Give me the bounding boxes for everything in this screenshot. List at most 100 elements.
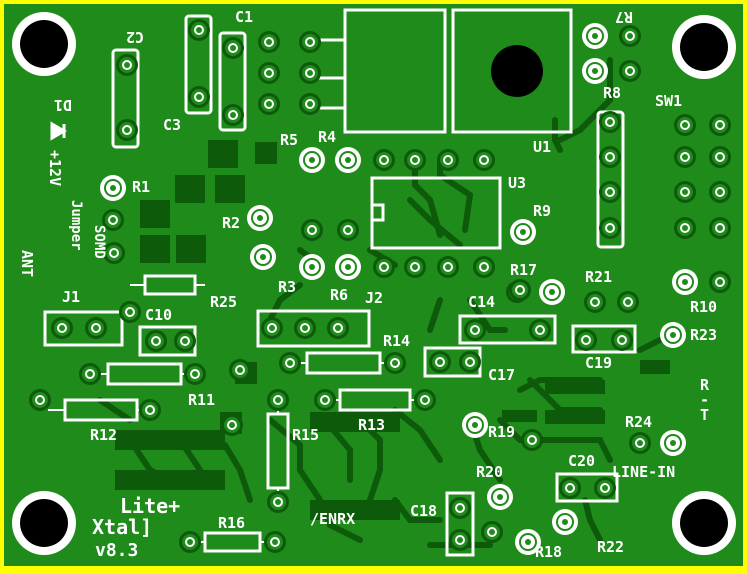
- label-r16: R16: [218, 514, 245, 532]
- through-hole-pad: [599, 146, 621, 168]
- label-r8: R8: [603, 84, 621, 102]
- through-hole-pad: [582, 23, 608, 49]
- through-hole-pad: [267, 491, 289, 513]
- label-u1: U1: [533, 138, 551, 156]
- through-hole-pad: [674, 181, 696, 203]
- through-hole-pad: [437, 149, 459, 171]
- label-r4: R4: [318, 128, 336, 146]
- through-hole-pad: [709, 146, 731, 168]
- label-c20: C20: [568, 452, 595, 470]
- label-c3: C3: [163, 116, 181, 134]
- through-hole-pad: [575, 329, 597, 351]
- mounting-hole: [12, 12, 76, 76]
- through-hole-pad: [611, 329, 633, 351]
- c14-outline: [458, 314, 557, 345]
- label-r18: R18: [535, 543, 562, 561]
- label-r20: R20: [476, 463, 503, 481]
- label-rt-r: R: [700, 376, 710, 394]
- label-r22: R22: [597, 538, 624, 556]
- label-r17: R17: [510, 261, 537, 279]
- through-hole-pad: [599, 181, 621, 203]
- through-hole-pad: [709, 217, 731, 239]
- through-hole-pad: [102, 209, 124, 231]
- through-hole-pad: [539, 279, 565, 305]
- through-hole-pad: [337, 219, 359, 241]
- label-sw1: SW1: [655, 92, 682, 110]
- through-hole-pad: [373, 256, 395, 278]
- mounting-holes: [12, 12, 736, 555]
- through-hole-pad: [709, 114, 731, 136]
- through-hole-pad: [582, 58, 608, 84]
- through-hole-pad: [674, 146, 696, 168]
- label-c19: C19: [585, 354, 612, 372]
- through-hole-pad: [79, 363, 101, 385]
- through-hole-pad: [709, 271, 731, 293]
- label-enrx: /ENRX: [310, 510, 355, 528]
- through-hole-pad: [619, 25, 641, 47]
- through-hole-pad: [335, 147, 361, 173]
- label-r11: R11: [188, 391, 215, 409]
- label-r1: R1: [132, 178, 150, 196]
- c18-outline: [445, 491, 475, 557]
- through-hole-pad: [335, 254, 361, 280]
- label-u3: U3: [508, 174, 526, 192]
- u1-heatsink-outline: [451, 8, 573, 134]
- through-hole-pad: [250, 244, 276, 270]
- label-r3: R3: [278, 278, 296, 296]
- through-hole-pad: [222, 104, 244, 126]
- through-hole-pad: [521, 429, 543, 451]
- through-hole-pad: [188, 19, 210, 41]
- through-hole-pad: [299, 147, 325, 173]
- through-hole-pad: [229, 359, 251, 381]
- through-hole-pad: [85, 317, 107, 339]
- through-hole-pad: [116, 54, 138, 76]
- through-hole-pad: [449, 497, 471, 519]
- j2-outline: [256, 309, 371, 348]
- through-hole-pad: [515, 529, 541, 555]
- through-hole-pad: [174, 330, 196, 352]
- through-hole-pad: [414, 389, 436, 411]
- through-hole-pad: [179, 531, 201, 553]
- label-r6: R6: [330, 286, 348, 304]
- through-hole-pad: [629, 432, 651, 454]
- u1-outline: [343, 8, 447, 134]
- through-hole-pad: [184, 363, 206, 385]
- label-rt-dash: -: [700, 391, 709, 409]
- through-hole-pad: [222, 37, 244, 59]
- label-r25: R25: [210, 293, 237, 311]
- through-hole-pad: [437, 256, 459, 278]
- label-r10: R10: [690, 298, 717, 316]
- through-hole-pad: [672, 269, 698, 295]
- c19-outline: [571, 324, 637, 354]
- label-c18: C18: [410, 502, 437, 520]
- through-hole-pad: [619, 60, 641, 82]
- label-ant: ANT: [18, 250, 36, 277]
- title-line-1: Lite+: [120, 494, 180, 518]
- label-j2: J2: [365, 289, 383, 307]
- through-hole-pad: [299, 62, 321, 84]
- through-hole-pad: [429, 351, 451, 373]
- through-hole-pad: [529, 319, 551, 341]
- through-hole-pad: [462, 412, 488, 438]
- through-hole-pad: [473, 256, 495, 278]
- label-d1: D1: [54, 96, 72, 114]
- th-pads: [29, 19, 731, 555]
- through-hole-pad: [279, 352, 301, 374]
- through-hole-pad: [487, 484, 513, 510]
- label-smd: SOMD: [91, 225, 107, 259]
- through-hole-pad: [404, 256, 426, 278]
- label-r12: R12: [90, 426, 117, 444]
- through-hole-pad: [119, 301, 141, 323]
- through-hole-pad: [103, 242, 125, 264]
- through-hole-pad: [267, 389, 289, 411]
- through-hole-pad: [264, 531, 286, 553]
- through-hole-pad: [584, 291, 606, 313]
- through-hole-pad: [559, 477, 581, 499]
- through-hole-pad: [258, 93, 280, 115]
- label-r7: R7: [615, 8, 633, 26]
- through-hole-pad: [139, 399, 161, 421]
- through-hole-pad: [552, 509, 578, 535]
- through-hole-pad: [674, 217, 696, 239]
- through-hole-pad: [29, 389, 51, 411]
- c1-outline: [218, 31, 247, 132]
